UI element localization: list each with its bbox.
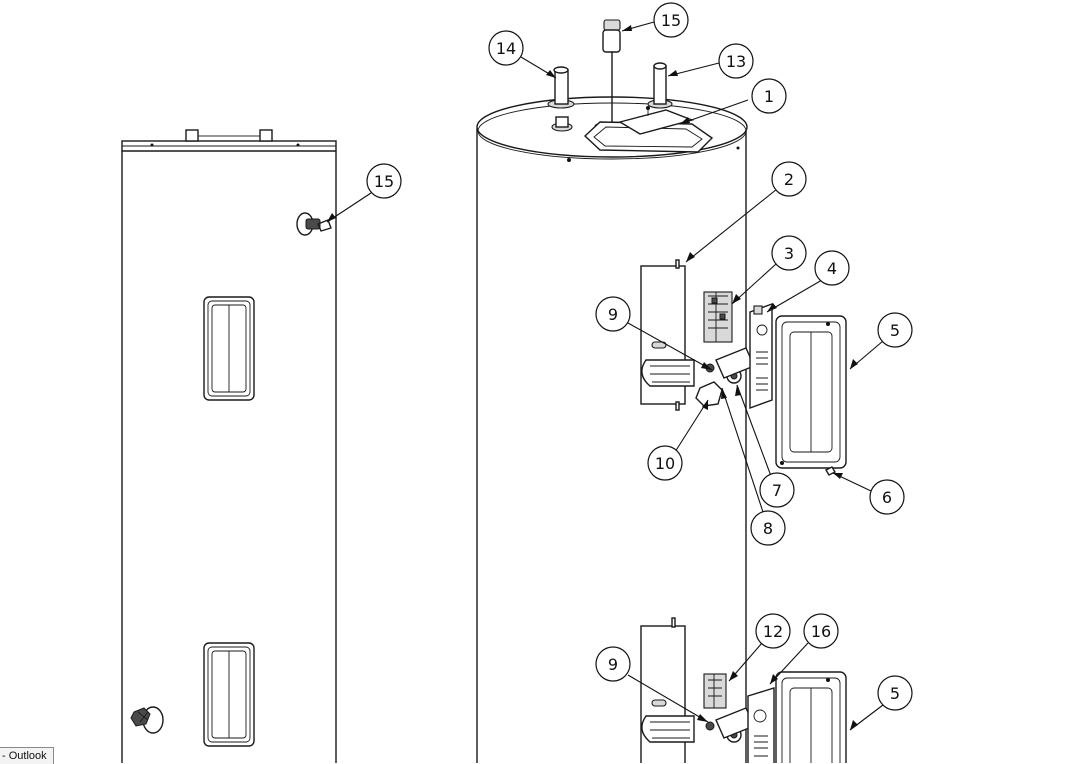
- svg-text:6: 6: [882, 488, 892, 507]
- svg-text:4: 4: [827, 259, 837, 278]
- svg-text:16: 16: [811, 622, 831, 641]
- svg-text:3: 3: [784, 244, 794, 263]
- outlook-taskbar-tab[interactable]: - Outlook: [0, 747, 54, 764]
- svg-text:12: 12: [763, 622, 783, 641]
- svg-text:1: 1: [764, 87, 774, 106]
- left-tank-front-view: [121, 129, 337, 763]
- callout-2: 2: [771, 161, 807, 197]
- svg-text:9: 9: [608, 655, 618, 674]
- svg-text:5: 5: [890, 321, 900, 340]
- callout-5-upper: 5: [877, 312, 913, 348]
- svg-text:10: 10: [655, 454, 675, 473]
- svg-text:13: 13: [726, 52, 746, 71]
- callout-14: 14: [488, 30, 524, 66]
- right-tank-exploded-view: [476, 19, 847, 763]
- callout-5-lower: 5: [877, 675, 913, 711]
- callout-15-top: 15: [653, 2, 689, 38]
- svg-text:8: 8: [763, 519, 773, 538]
- callout-6: 6: [869, 479, 905, 515]
- callout-15-side: 15: [366, 163, 402, 199]
- callout-1: 1: [751, 78, 787, 114]
- callout-3: 3: [771, 235, 807, 271]
- callout-4: 4: [814, 250, 850, 286]
- svg-text:7: 7: [772, 481, 782, 500]
- callout-10: 10: [647, 445, 683, 481]
- callout-9-lower: 9: [595, 646, 631, 682]
- callout-13: 13: [718, 43, 754, 79]
- svg-text:15: 15: [374, 172, 394, 191]
- callout-16: 16: [803, 613, 839, 649]
- svg-text:14: 14: [496, 39, 516, 58]
- callout-12: 12: [755, 613, 791, 649]
- callouts: 15 14 13 1 15 2 3 4: [366, 2, 913, 711]
- svg-text:15: 15: [661, 11, 681, 30]
- callout-7: 7: [759, 472, 795, 508]
- svg-text:5: 5: [890, 684, 900, 703]
- callout-8: 8: [750, 510, 786, 546]
- svg-text:9: 9: [608, 305, 618, 324]
- svg-text:2: 2: [784, 170, 794, 189]
- leader-lines: [326, 21, 884, 731]
- callout-9-upper: 9: [595, 296, 631, 332]
